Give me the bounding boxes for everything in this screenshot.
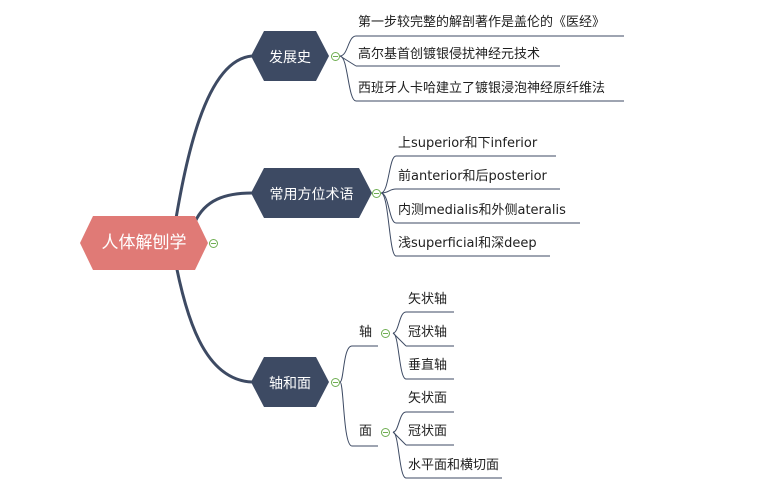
history-item[interactable]: 第一步较完整的解剖著作是盖伦的《医经》 — [358, 15, 606, 30]
connector-root-history — [170, 54, 253, 244]
branch-node-terms[interactable] — [251, 168, 372, 218]
axis-item[interactable]: 冠状轴 — [408, 325, 448, 340]
term-item[interactable]: 内测medialis和外侧ateralis — [398, 203, 566, 218]
collapse-toggle-plane-group[interactable] — [381, 428, 390, 437]
branch-label-axes: 轴和面 — [269, 376, 311, 392]
history-item[interactable]: 高尔基首创镀银侵扰神经元技术 — [358, 47, 541, 62]
axis-item[interactable]: 垂直轴 — [408, 358, 448, 373]
axis-item[interactable]: 矢状轴 — [408, 292, 448, 307]
branch-node-axes[interactable] — [251, 357, 329, 407]
plane-item[interactable]: 矢状面 — [408, 391, 448, 406]
history-item[interactable]: 西班牙人卡哈建立了镀银浸泡神经原纤维法 — [358, 81, 606, 96]
branch-label-terms: 常用方位术语 — [269, 187, 354, 203]
collapse-toggle-axes[interactable] — [331, 378, 340, 387]
axis-group-label[interactable]: 轴 — [359, 325, 373, 340]
collapse-toggle-history[interactable] — [331, 52, 340, 61]
root-node[interactable] — [80, 216, 208, 270]
plane-item[interactable]: 冠状面 — [408, 424, 448, 439]
connector-root-terms — [193, 191, 253, 223]
terms-connectors — [380, 155, 580, 257]
branch-label-history: 发展史 — [269, 50, 311, 66]
branch-node-history[interactable] — [251, 31, 329, 81]
history-connectors — [339, 35, 624, 102]
axes-connectors — [339, 311, 502, 479]
collapse-toggle-root[interactable] — [209, 239, 218, 248]
collapse-toggle-terms[interactable] — [372, 189, 381, 198]
term-item[interactable]: 浅superficial和深deep — [398, 236, 537, 251]
root-label: 人体解刨学 — [101, 233, 187, 253]
plane-group-label[interactable]: 面 — [359, 424, 373, 439]
term-item[interactable]: 上superior和下inferior — [398, 136, 538, 151]
term-item[interactable]: 前anterior和后posterior — [398, 169, 547, 184]
collapse-toggle-axis-group[interactable] — [381, 329, 390, 338]
plane-item[interactable]: 水平面和横切面 — [408, 458, 500, 473]
